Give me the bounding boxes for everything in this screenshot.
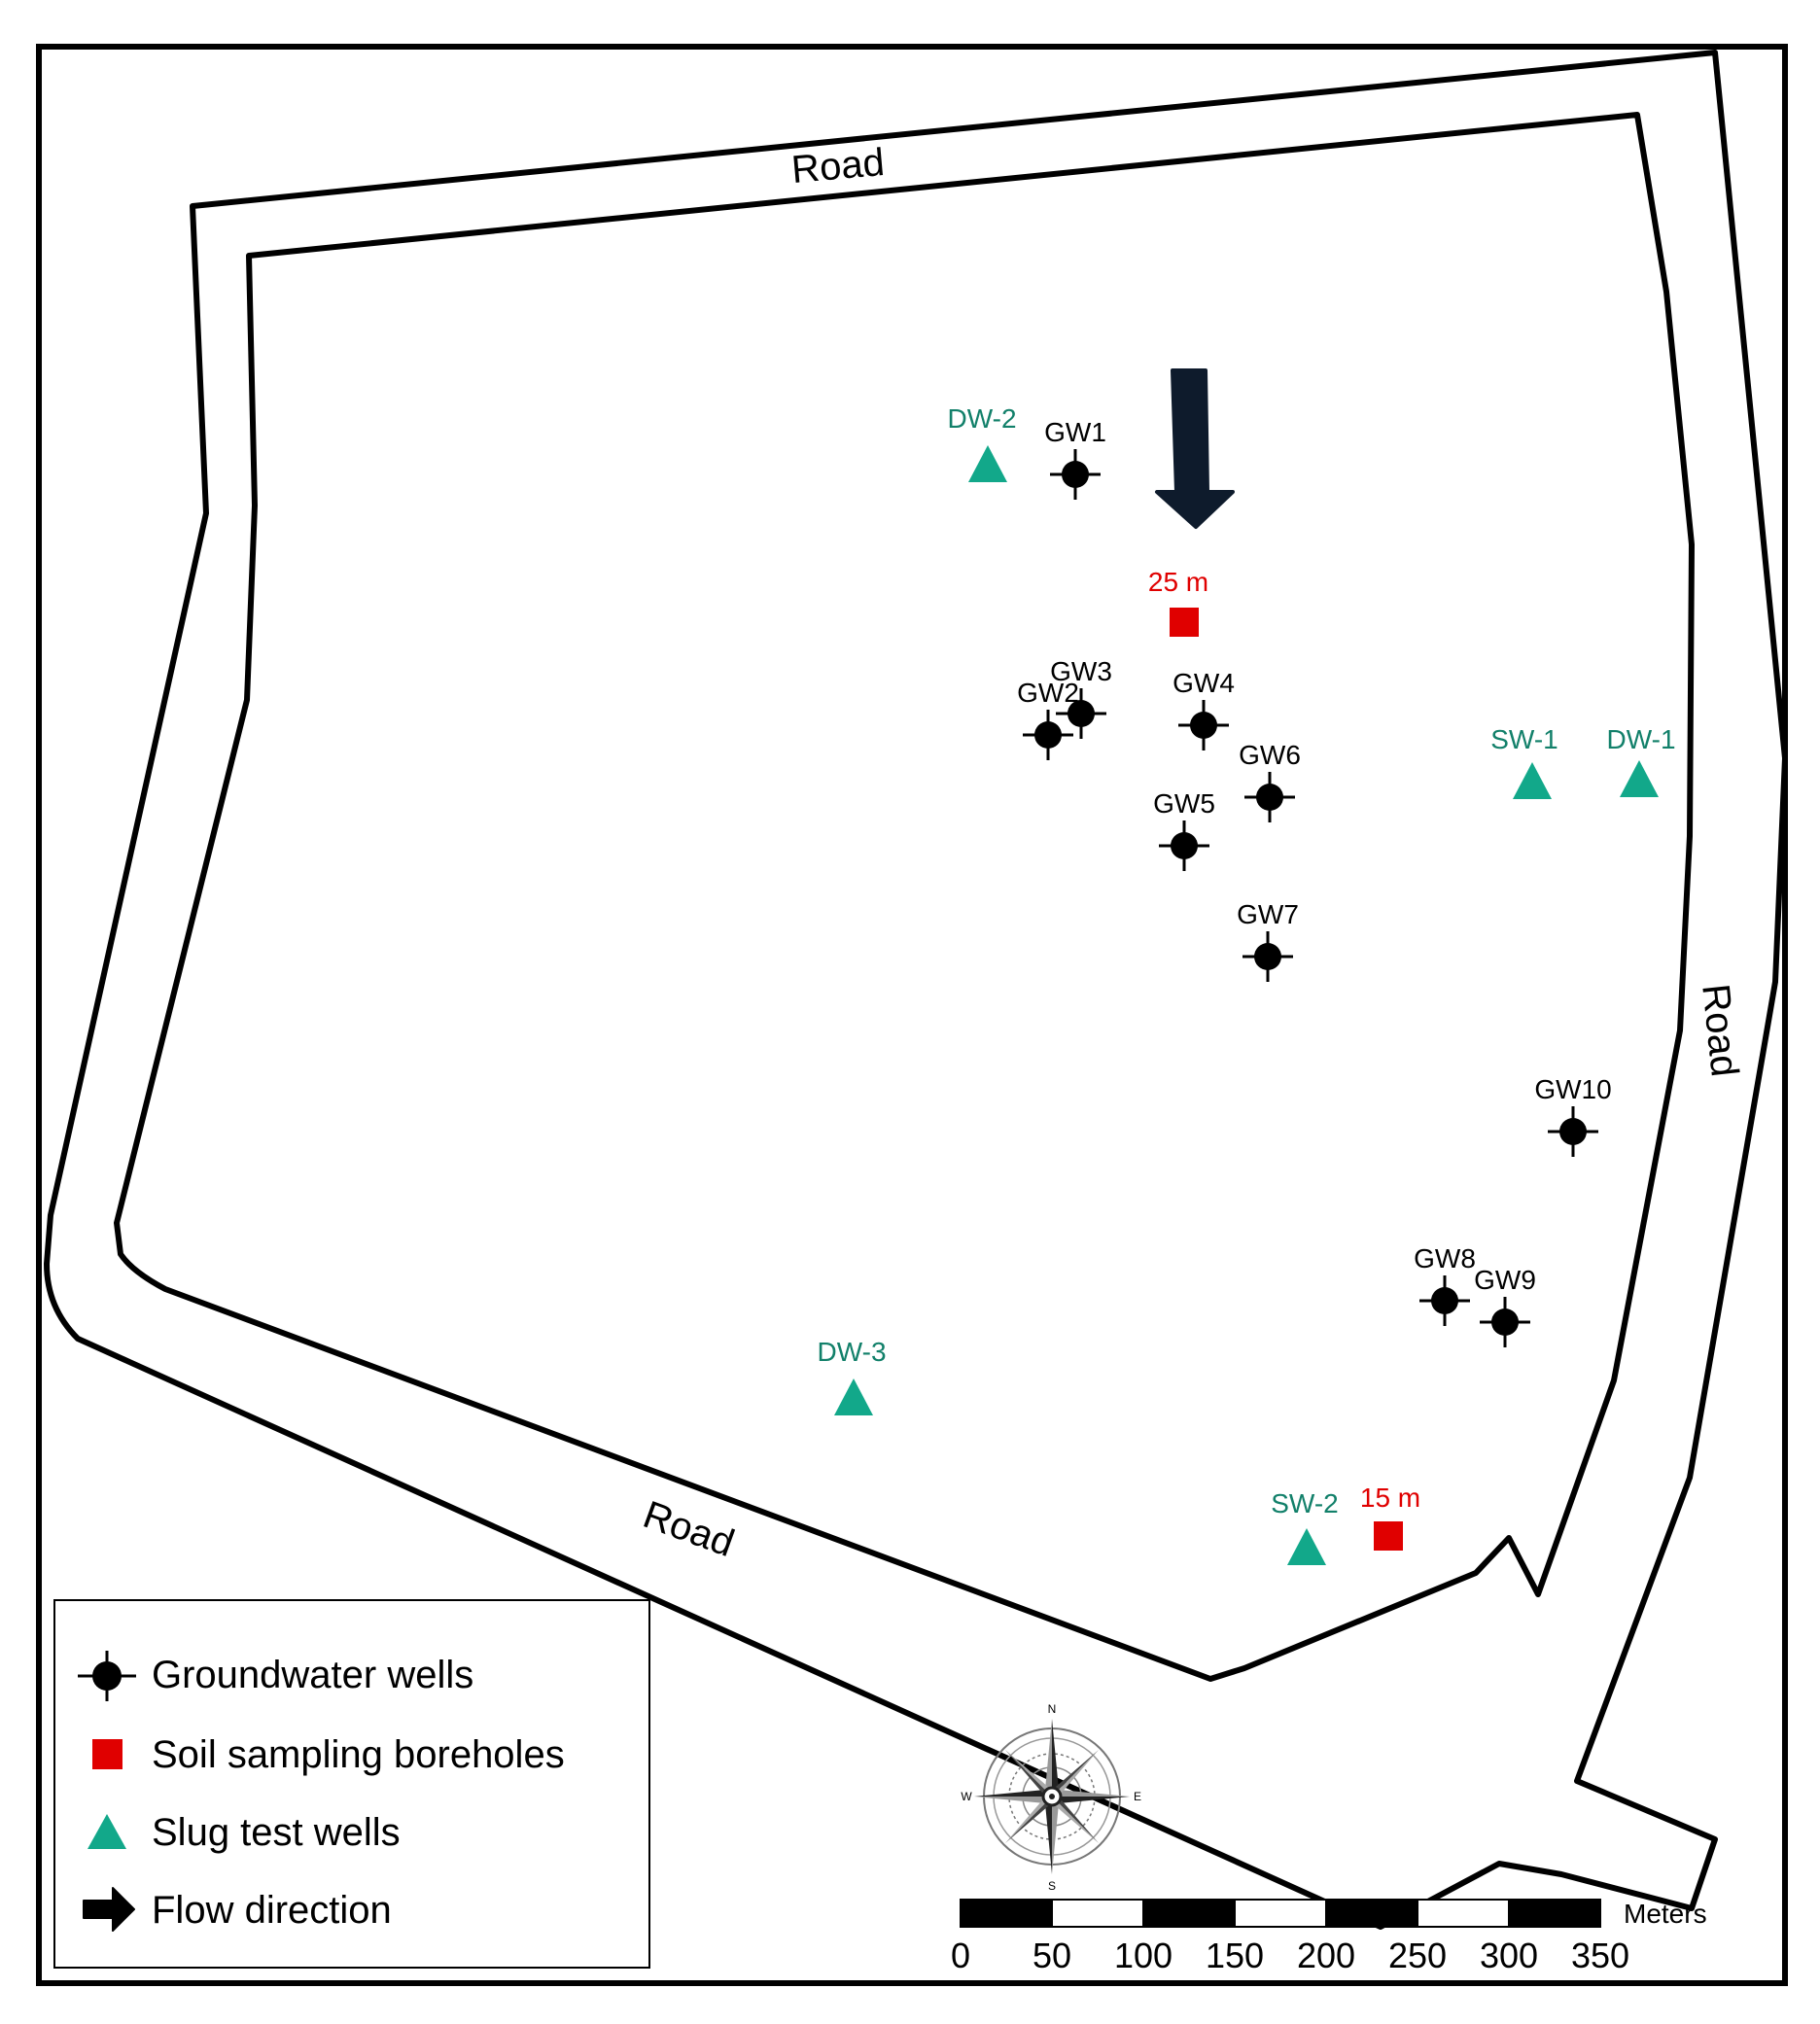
groundwater-well-icon	[78, 1651, 136, 1701]
well-label: GW2	[1017, 678, 1079, 708]
slug-test-well: DW-1	[1606, 724, 1676, 797]
scale-unit: Meters	[1624, 1899, 1707, 1929]
slug-test-well: DW-3	[817, 1337, 887, 1415]
scale-tick-label: 150	[1206, 1936, 1264, 1975]
slug-test-well: DW-2	[947, 403, 1017, 482]
groundwater-well: GW2	[1017, 678, 1079, 760]
groundwater-well: GW8	[1414, 1243, 1476, 1326]
red-square-icon	[92, 1739, 122, 1769]
well-label: GW7	[1237, 899, 1299, 929]
well-label: GW8	[1414, 1243, 1476, 1274]
slug-well-label: SW-2	[1271, 1488, 1339, 1518]
well-label: GW10	[1534, 1074, 1611, 1104]
soil-borehole: 25 m	[1148, 567, 1208, 637]
slug-well-label: DW-2	[947, 403, 1016, 434]
slug-well-label: SW-1	[1490, 724, 1558, 754]
slug-test-well: SW-1	[1490, 724, 1558, 799]
well-label: GW9	[1474, 1265, 1536, 1295]
arrow-right-icon	[83, 1887, 135, 1932]
well-label: GW4	[1172, 668, 1235, 698]
borehole-label: 25 m	[1148, 567, 1208, 597]
boreholes-layer: 25 m 15 m	[1148, 567, 1420, 1551]
slug-test-wells-layer: DW-2 SW-1 DW-1 DW-3 SW-2	[817, 403, 1676, 1565]
road-outer-boundary	[44, 50, 1788, 1930]
well-label: GW1	[1044, 417, 1106, 447]
compass-e: E	[1134, 1790, 1141, 1803]
scale-tick-label: 50	[1032, 1936, 1071, 1975]
road-label-top: Road	[789, 141, 886, 192]
compass-s: S	[1048, 1879, 1056, 1893]
groundwater-well: GW4	[1172, 668, 1235, 750]
scale-tick-label: 350	[1571, 1936, 1629, 1975]
groundwater-well: GW3	[1050, 656, 1112, 739]
scale-bar: Meters 0 50 100 150 200 250 300 350	[951, 1899, 1707, 1975]
scale-tick-label: 200	[1297, 1936, 1355, 1975]
legend-label: Soil sampling boreholes	[152, 1733, 565, 1776]
scale-tick-label: 0	[951, 1936, 970, 1975]
slug-well-label: DW-1	[1606, 724, 1675, 754]
compass-rose-icon: N S E W	[961, 1702, 1141, 1893]
legend-label: Flow direction	[152, 1889, 392, 1932]
well-label: GW6	[1239, 740, 1301, 770]
groundwater-well: GW9	[1474, 1265, 1536, 1347]
well-label: GW3	[1050, 656, 1112, 686]
groundwater-well: GW1	[1044, 417, 1106, 500]
scale-tick-label: 300	[1480, 1936, 1538, 1975]
flow-direction-arrow	[1155, 368, 1235, 529]
groundwater-wells-layer: GW1 GW2 GW3 GW4 GW5 GW6 GW7 GW8	[1017, 417, 1612, 1347]
borehole-label: 15 m	[1360, 1483, 1420, 1513]
legend-label: Groundwater wells	[152, 1654, 473, 1696]
scale-tick-label: 250	[1388, 1936, 1447, 1975]
groundwater-well: GW10	[1534, 1074, 1612, 1157]
slug-well-label: DW-3	[817, 1337, 886, 1367]
well-label: GW5	[1153, 788, 1215, 819]
legend: Groundwater wells Soil sampling borehole…	[53, 1599, 650, 1969]
map-frame	[36, 44, 1788, 1986]
legend-label: Slug test wells	[152, 1811, 401, 1854]
compass-n: N	[1048, 1702, 1057, 1716]
green-triangle-icon	[88, 1814, 126, 1849]
soil-borehole: 15 m	[1360, 1483, 1420, 1551]
slug-test-well: SW-2	[1271, 1488, 1339, 1565]
scale-tick-label: 100	[1114, 1936, 1172, 1975]
groundwater-well: GW7	[1237, 899, 1299, 982]
road-label-bottom: Road	[638, 1493, 740, 1565]
groundwater-well: GW6	[1239, 740, 1301, 822]
road-label-right: Road	[1694, 982, 1746, 1079]
groundwater-well: GW5	[1153, 788, 1215, 871]
road-inner-boundary	[114, 112, 1695, 1682]
compass-w: W	[961, 1790, 972, 1803]
